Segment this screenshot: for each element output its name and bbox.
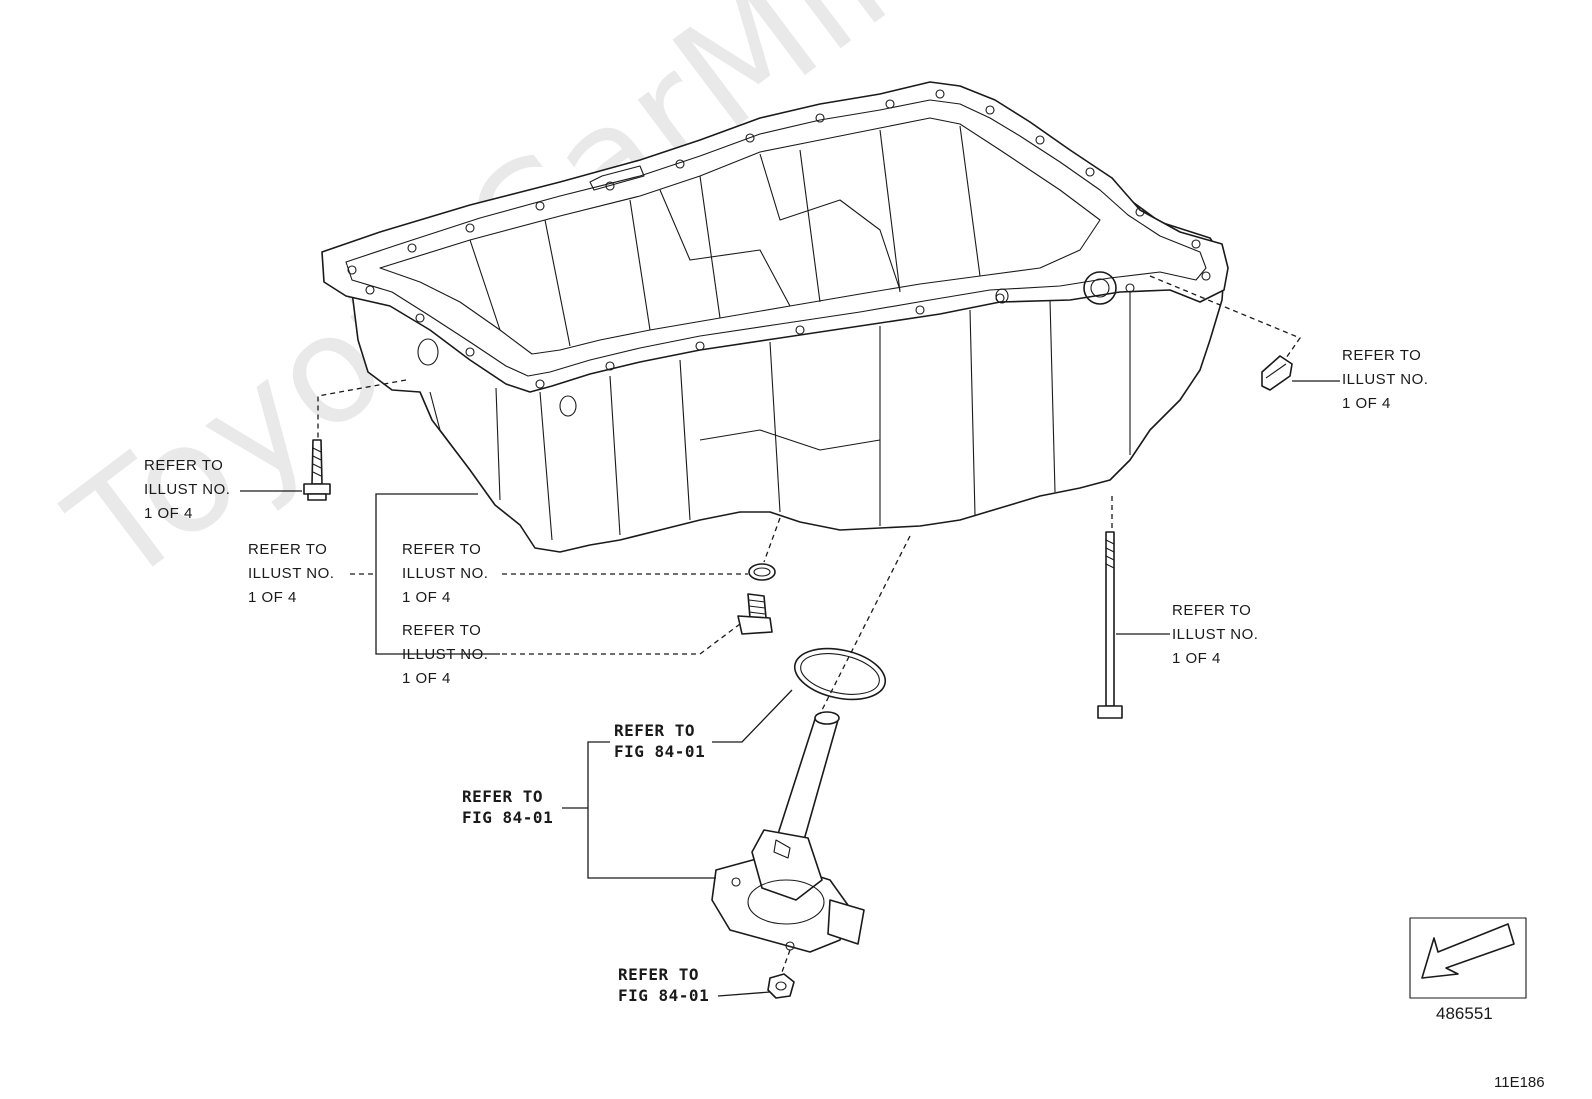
leader-lines [240, 380, 1340, 997]
drain-plug [737, 593, 773, 635]
oil-pan-cavity [379, 117, 1101, 355]
oil-level-sensor [711, 711, 865, 953]
oil-pan-rim [345, 99, 1207, 377]
oil-pan [321, 81, 1229, 553]
oil-pan-flange [321, 81, 1229, 393]
long-stud [1097, 531, 1123, 719]
alignment-lines [317, 275, 1301, 973]
clip-part [1261, 355, 1293, 391]
small-gasket [748, 563, 776, 581]
direction-indicator [1409, 917, 1527, 999]
diagram-ref-number: 486551 [1436, 1004, 1493, 1023]
page-code: 11E186 [1494, 1074, 1545, 1091]
nut [767, 973, 795, 999]
left-bolt [303, 439, 331, 501]
